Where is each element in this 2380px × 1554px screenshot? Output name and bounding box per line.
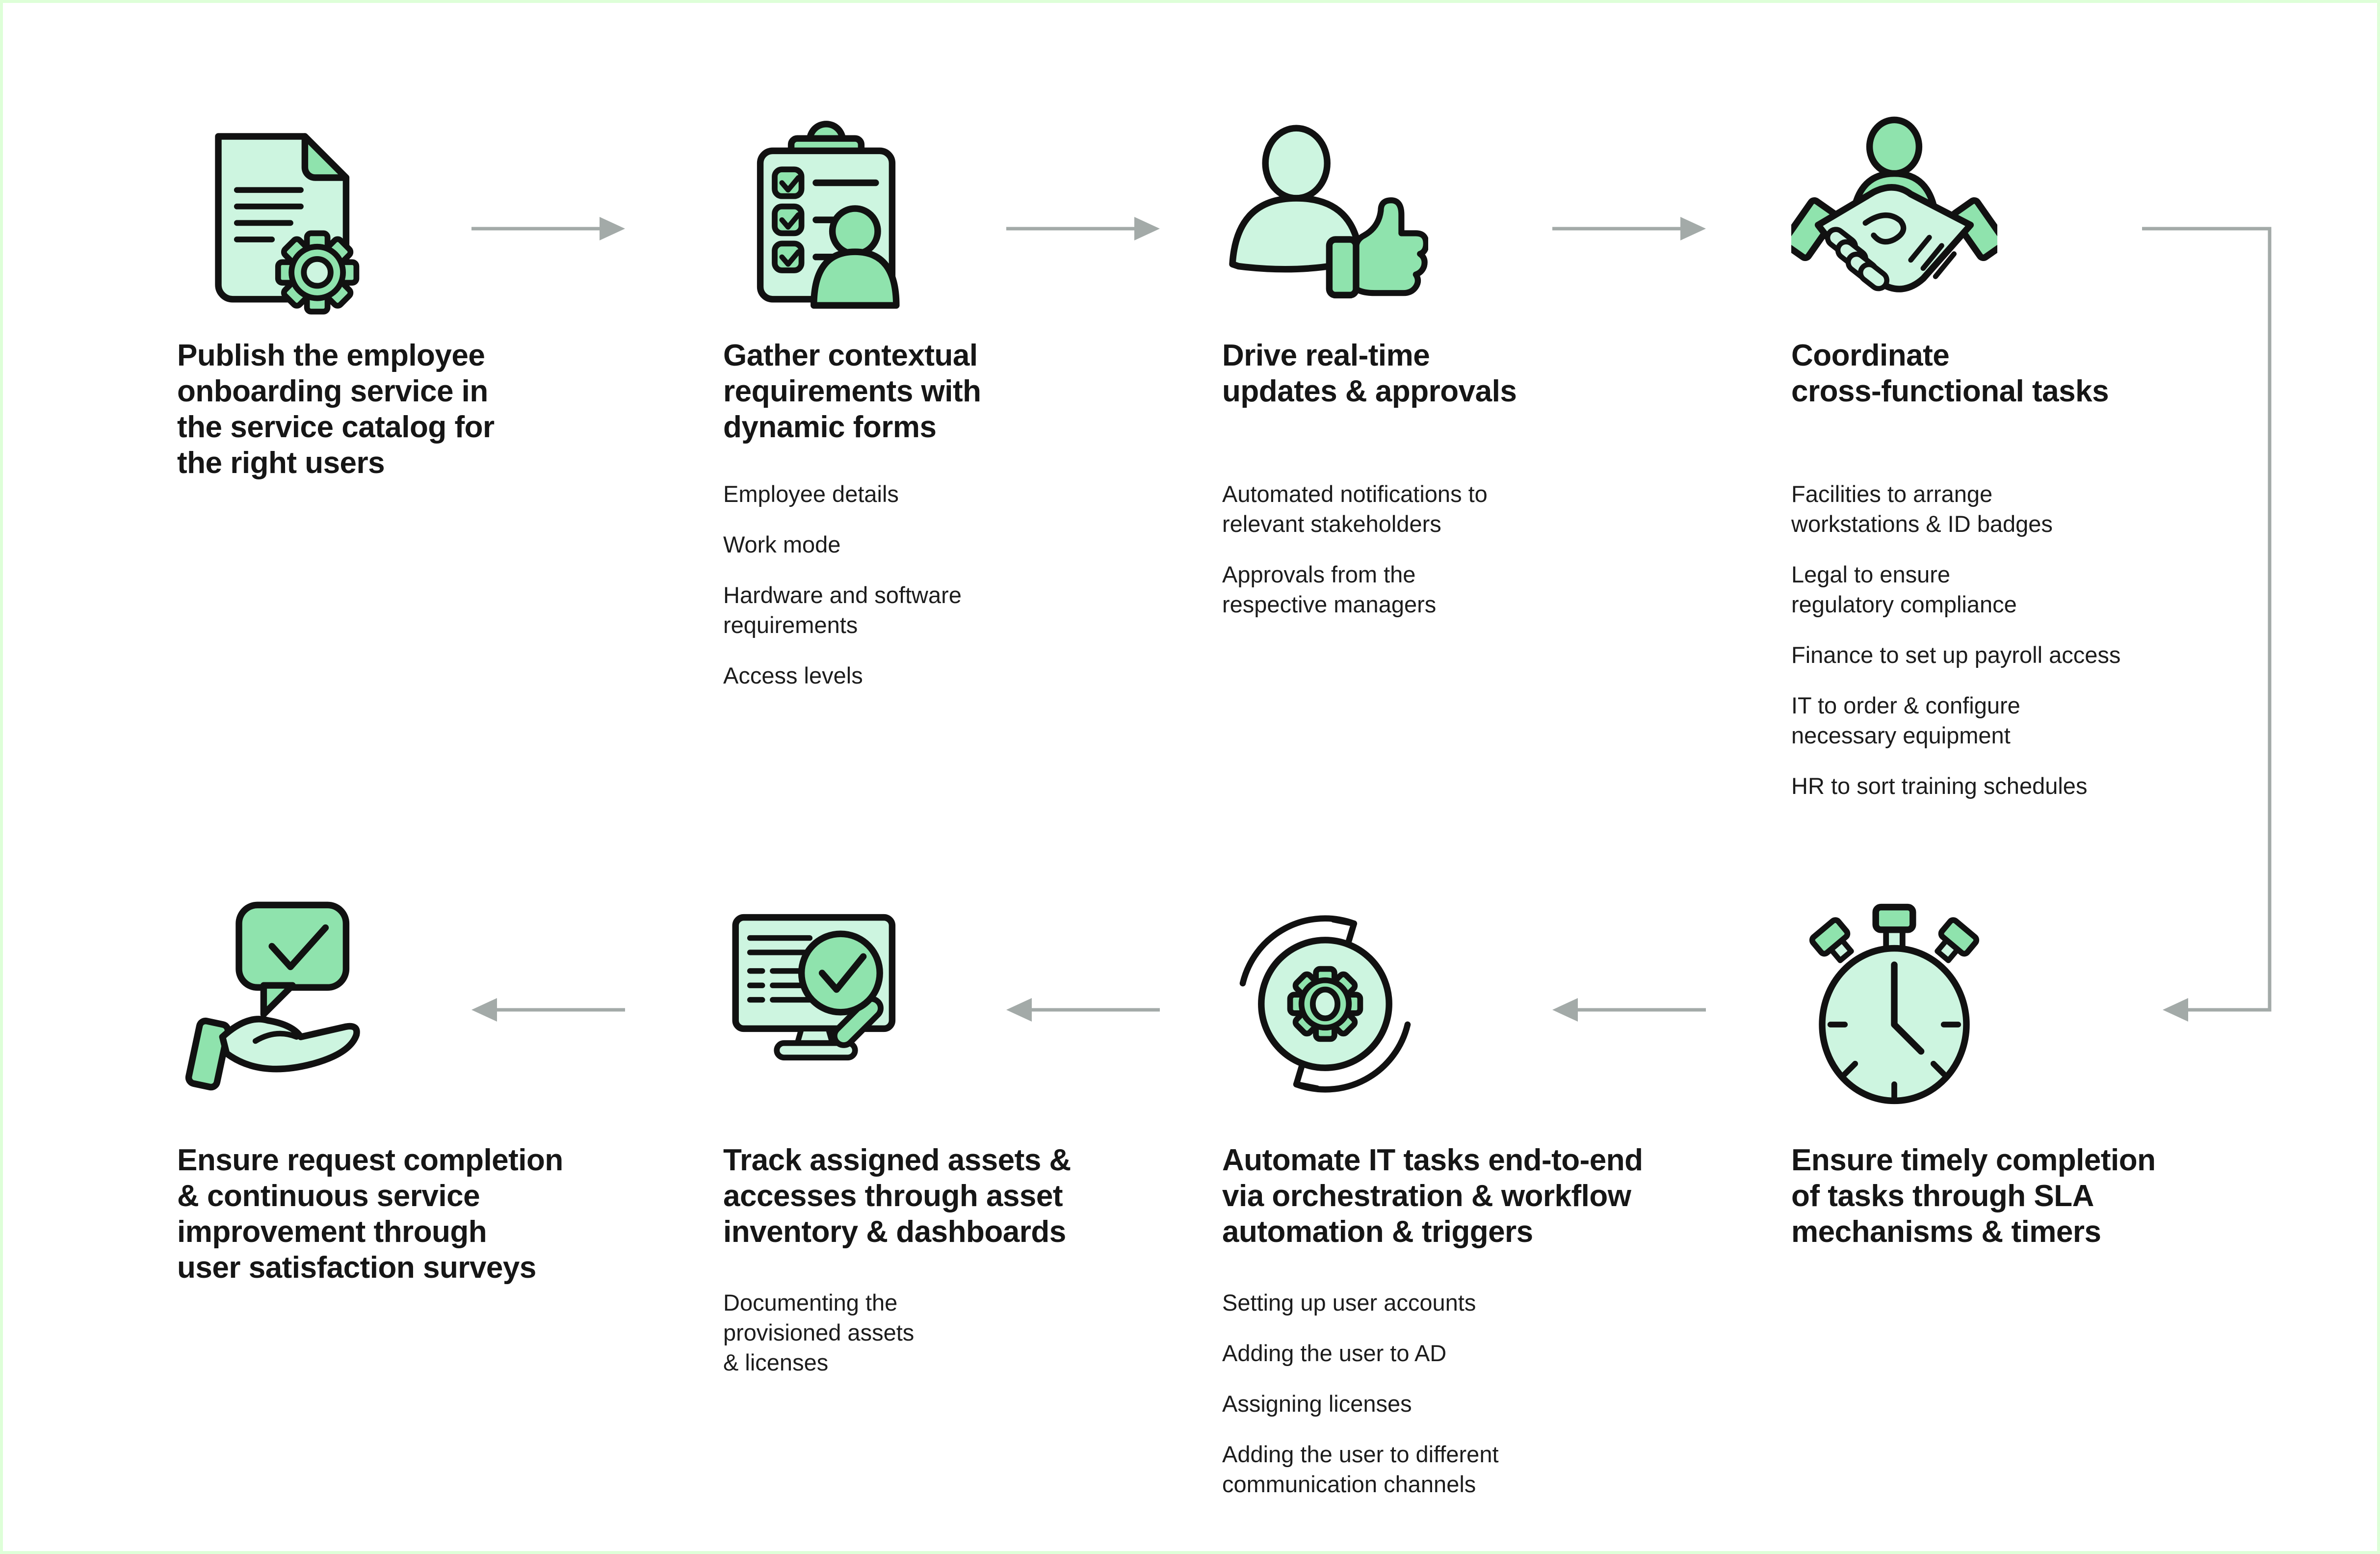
step-detail-list: Automated notifications to relevant stak… <box>1222 479 1757 640</box>
step-updates-approvals: Drive real-time updates & approvals Auto… <box>1222 116 1757 881</box>
step-title: Gather contextual requirements with dyna… <box>723 339 981 444</box>
feedback-hand-icon <box>177 901 393 1112</box>
automation-gear-cycle-icon <box>1222 901 1438 1112</box>
step-gather-requirements: Gather contextual requirements with dyna… <box>723 116 1258 881</box>
document-gear-icon <box>177 116 393 327</box>
step-detail: Access levels <box>723 662 863 688</box>
step-detail: Adding the user to different communicati… <box>1222 1441 1499 1497</box>
step-detail: HR to sort training schedules <box>1791 773 2088 799</box>
step-detail: Approvals from the respective managers <box>1222 561 1437 617</box>
step-title: Automate IT tasks end-to-end via orchest… <box>1222 1143 1643 1249</box>
step-detail: Hardware and software requirements <box>723 582 962 638</box>
step-satisfaction-surveys: Ensure request completion & continuous s… <box>177 901 712 1551</box>
checklist-person-icon <box>723 116 939 327</box>
step-title: Ensure timely completion of tasks throug… <box>1791 1143 2156 1249</box>
approval-thumbs-up-icon <box>1222 116 1438 327</box>
step-detail: Finance to set up payroll access <box>1791 642 2121 668</box>
step-title: Publish the employee onboarding service … <box>177 339 495 480</box>
step-detail: Setting up user accounts <box>1222 1290 1476 1316</box>
step-coordinate-tasks: Coordinate cross-functional tasks Facili… <box>1780 116 2326 881</box>
step-publish-service: Publish the employee onboarding service … <box>177 116 712 881</box>
step-detail: Employee details <box>723 481 899 507</box>
step-title: Coordinate cross-functional tasks <box>1791 339 2109 408</box>
step-detail: Adding the user to AD <box>1222 1340 1447 1366</box>
step-detail-list: Documenting the provisioned assets & lic… <box>723 1288 1258 1398</box>
handshake-icon <box>1780 116 2008 327</box>
step-sla-timers: Ensure timely completion of tasks throug… <box>1791 901 2326 1551</box>
step-detail: Legal to ensure regulatory compliance <box>1791 561 2017 617</box>
step-detail-list: Employee details Work mode Hardware and … <box>723 479 1258 711</box>
step-automate-it-tasks: Automate IT tasks end-to-end via orchest… <box>1222 901 1757 1551</box>
step-title: Drive real-time updates & approvals <box>1222 339 1517 408</box>
stopwatch-icon <box>1791 901 2007 1112</box>
step-detail: Facilities to arrange workstations & ID … <box>1791 481 2053 537</box>
step-detail: Documenting the provisioned assets & lic… <box>723 1290 915 1375</box>
step-detail: Work mode <box>723 531 841 557</box>
step-detail-list: Facilities to arrange workstations & ID … <box>1791 479 2326 821</box>
step-detail-list: Setting up user accounts Adding the user… <box>1222 1288 1757 1520</box>
step-detail: Assigning licenses <box>1222 1391 1412 1417</box>
step-title: Ensure request completion & continuous s… <box>177 1143 563 1285</box>
step-title: Track assigned assets & accesses through… <box>723 1143 1071 1249</box>
asset-inventory-magnifier-icon <box>723 901 939 1112</box>
step-detail: IT to order & configure necessary equipm… <box>1791 692 2020 748</box>
step-detail: Automated notifications to relevant stak… <box>1222 481 1488 537</box>
step-track-assets: Track assigned assets & accesses through… <box>723 901 1258 1551</box>
